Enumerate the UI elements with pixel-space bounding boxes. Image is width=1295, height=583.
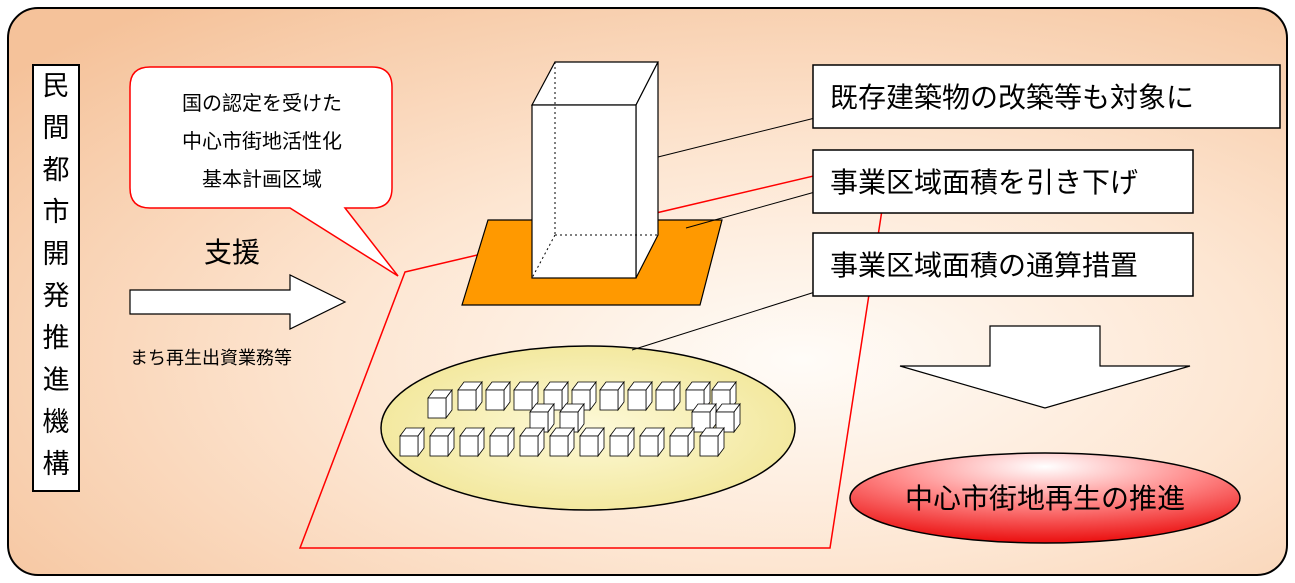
callout-box-3: 事業区域面積の通算措置 bbox=[812, 232, 1194, 297]
callout-box-1: 既存建築物の改築等も対象に bbox=[812, 64, 1281, 129]
tall-building-icon bbox=[530, 61, 659, 279]
callout-text-3: 事業区域面積の通算措置 bbox=[830, 249, 1138, 282]
house-icon bbox=[639, 427, 665, 457]
result-label: 中心市街地再生の推進 bbox=[905, 482, 1185, 515]
organization-char: 開 bbox=[43, 239, 70, 270]
support-label: 支援 bbox=[204, 236, 260, 269]
speech-bubble: 国の認定を受けた 中心市街地活性化 基本計画区域 bbox=[129, 66, 399, 277]
callout-connector-1 bbox=[657, 117, 816, 158]
callout-text-1: 既存建築物の改築等も対象に bbox=[830, 81, 1194, 114]
house-icon bbox=[489, 427, 515, 457]
organization-char: 機 bbox=[43, 407, 70, 438]
organization-char: 構 bbox=[43, 449, 70, 480]
organization-char: 市 bbox=[43, 197, 70, 228]
house-icon bbox=[699, 427, 725, 457]
house-icon bbox=[485, 381, 511, 411]
organization-char: 間 bbox=[43, 113, 70, 144]
bubble-line-1: 国の認定を受けた bbox=[182, 91, 342, 115]
house-icon bbox=[457, 381, 483, 411]
organization-char: 推 bbox=[43, 323, 70, 354]
support-arrow bbox=[129, 274, 347, 330]
house-icon bbox=[429, 427, 455, 457]
organization-char: 民 bbox=[43, 71, 70, 102]
result-ellipse bbox=[849, 452, 1241, 544]
organization-char: 都 bbox=[43, 155, 70, 186]
house-icon bbox=[627, 381, 653, 411]
house-icon bbox=[669, 427, 695, 457]
organization-char: 進 bbox=[43, 365, 70, 396]
down-arrow bbox=[899, 325, 1191, 409]
callout-text-2: 事業区域面積を引き下げ bbox=[830, 166, 1138, 199]
organization-box bbox=[32, 64, 80, 492]
house-icon bbox=[549, 427, 575, 457]
house-icon bbox=[399, 427, 425, 457]
house-icon bbox=[609, 427, 635, 457]
speech-bubble-shape bbox=[129, 66, 399, 277]
callout-box-2: 事業区域面積を引き下げ bbox=[812, 149, 1194, 214]
bubble-line-2: 中心市街地活性化 bbox=[182, 129, 342, 153]
bubble-line-3: 基本計画区域 bbox=[202, 167, 322, 191]
house-icon bbox=[599, 381, 625, 411]
house-icon bbox=[655, 381, 681, 411]
callout-connector-2 bbox=[685, 191, 816, 229]
house-icon bbox=[459, 427, 485, 457]
house-icon bbox=[579, 427, 605, 457]
house-icon bbox=[519, 427, 545, 457]
organization-char: 発 bbox=[43, 281, 70, 312]
callout-connector-3 bbox=[631, 291, 816, 351]
district-area-outline bbox=[298, 157, 891, 549]
house-icon bbox=[427, 389, 453, 419]
support-sublabel: まち再生出資業務等 bbox=[130, 348, 292, 369]
